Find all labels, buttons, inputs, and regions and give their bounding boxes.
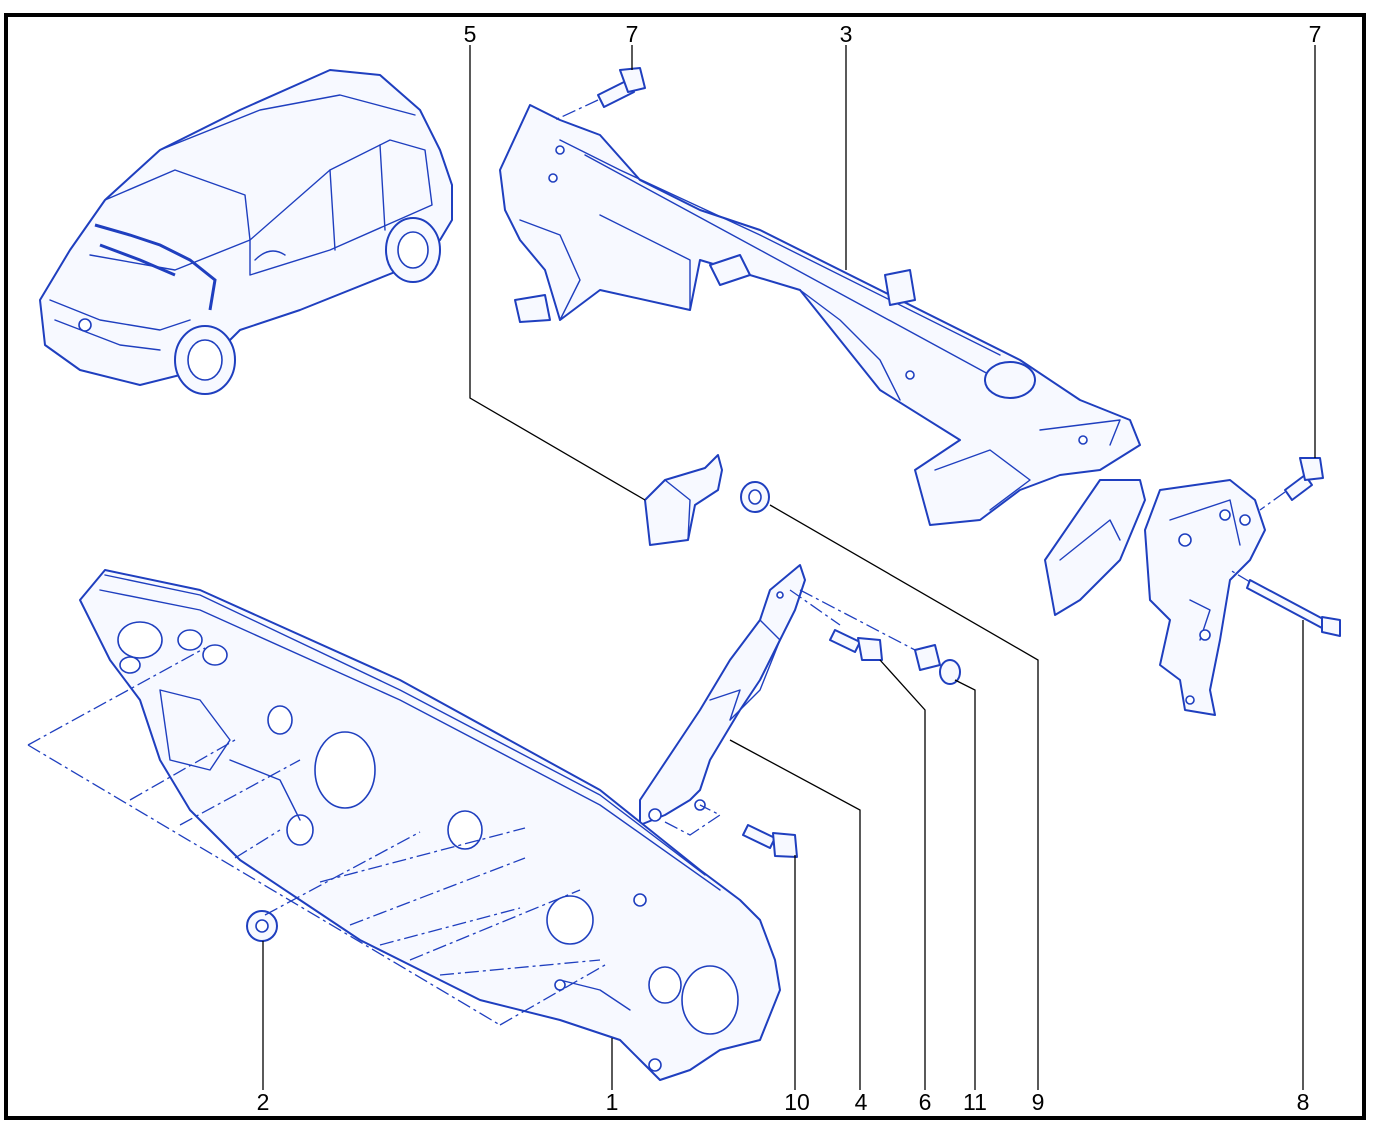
right-end-brackets bbox=[1044, 479, 1266, 716]
dashboard-cross-member bbox=[499, 104, 1141, 526]
diagram-frame bbox=[4, 13, 1366, 1120]
bolt-7-right bbox=[1259, 457, 1324, 511]
nut-9 bbox=[740, 481, 770, 513]
callout-9: 9 bbox=[1032, 1089, 1045, 1115]
clip-11 bbox=[914, 644, 961, 685]
callout-7-right: 7 bbox=[1309, 21, 1322, 47]
support-bracket-4 bbox=[639, 564, 916, 836]
dashboard-harness-highlight bbox=[94, 223, 217, 311]
vehicle-illustration bbox=[39, 69, 453, 395]
bulkhead-panel-1 bbox=[79, 569, 781, 1081]
cover-5 bbox=[644, 454, 723, 546]
long-bolt-8 bbox=[1229, 569, 1341, 637]
callout-5: 5 bbox=[464, 21, 477, 47]
leader-lines bbox=[262, 45, 1316, 1090]
bolt-6 bbox=[829, 629, 883, 661]
bolt-10 bbox=[742, 824, 798, 858]
callout-7-left: 7 bbox=[626, 21, 639, 47]
callout-3: 3 bbox=[840, 21, 853, 47]
callout-4: 4 bbox=[855, 1089, 868, 1115]
brand-emblem bbox=[78, 318, 92, 332]
callout-6: 6 bbox=[919, 1089, 932, 1115]
callout-8: 8 bbox=[1297, 1089, 1310, 1115]
callout-1: 1 bbox=[606, 1089, 619, 1115]
callout-labels: 5 7 3 7 2 1 10 4 6 11 9 8 bbox=[257, 21, 1322, 1115]
bolt-7-left bbox=[554, 67, 646, 121]
callout-2: 2 bbox=[257, 1089, 270, 1115]
nut-2 bbox=[246, 910, 278, 942]
callout-11: 11 bbox=[963, 1089, 987, 1115]
callout-10: 10 bbox=[784, 1089, 810, 1115]
assembly-lines bbox=[27, 647, 606, 1026]
